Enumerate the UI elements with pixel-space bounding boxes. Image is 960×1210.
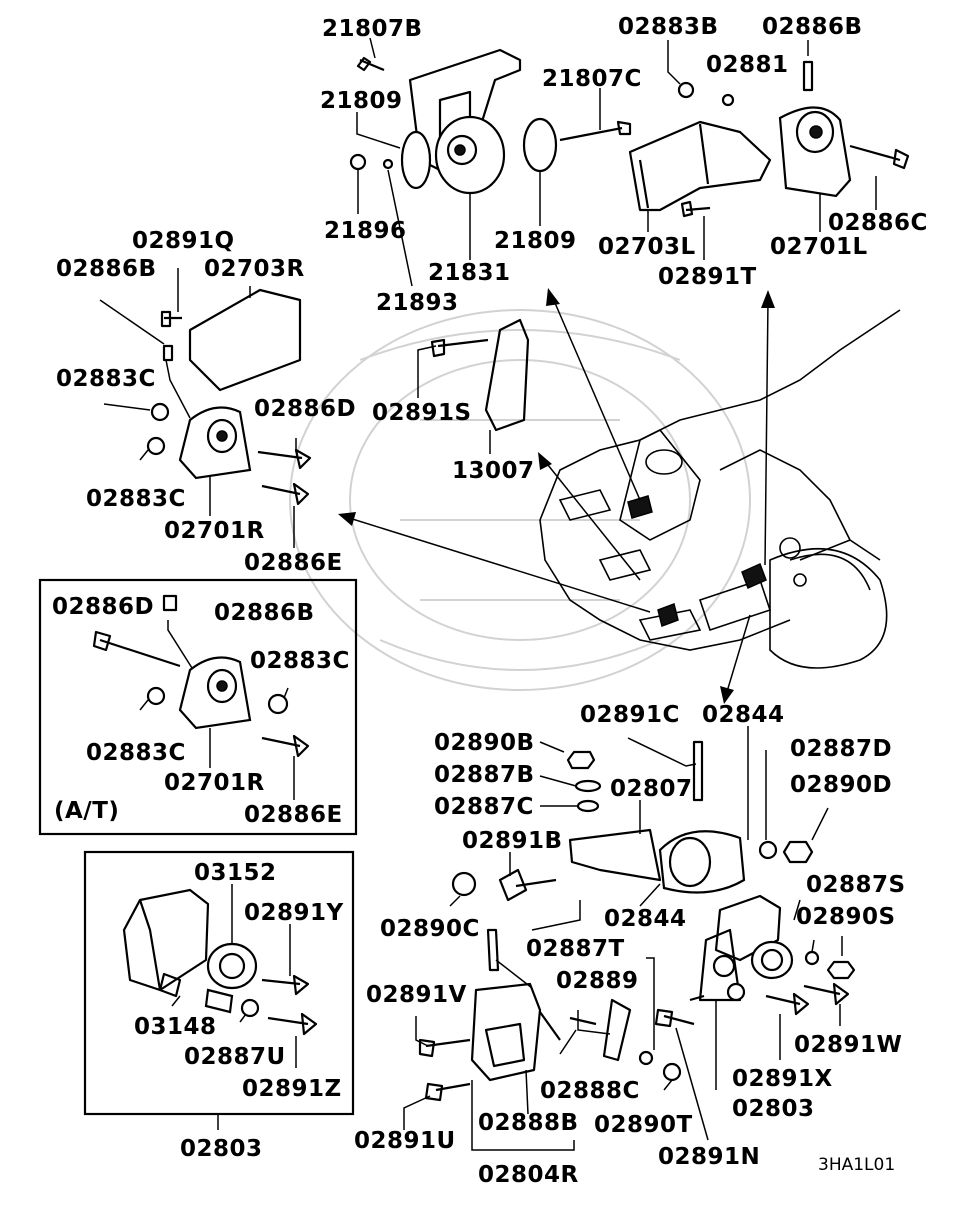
label-13007: 13007 <box>452 458 535 484</box>
label-02886B-top: 02886B <box>762 14 863 40</box>
label-02881: 02881 <box>706 52 789 78</box>
label-02891Q: 02891Q <box>132 228 235 254</box>
label-03152: 03152 <box>194 860 277 886</box>
label-02887D: 02887D <box>790 736 892 762</box>
label-21809-lower: 21809 <box>494 228 577 254</box>
engine-transmission-outline <box>539 309 901 669</box>
label-02889: 02889 <box>556 968 639 994</box>
label-02886E-b: 02886E <box>244 802 343 828</box>
left-mount-02701L <box>628 60 910 218</box>
label-02701R-a: 02701R <box>164 518 265 544</box>
label-02844-bottom: 02844 <box>604 906 687 932</box>
label-02886D-b: 02886D <box>52 594 154 620</box>
at-mount-02701R <box>92 594 310 758</box>
label-02890T: 02890T <box>594 1112 693 1138</box>
label-02886D-a: 02886D <box>254 396 356 422</box>
label-02803-right: 02803 <box>732 1096 815 1122</box>
label-02887C: 02887C <box>434 794 534 820</box>
label-21809-upper: 21809 <box>320 88 403 114</box>
label-02890S: 02890S <box>796 904 896 930</box>
mount-cluster-02803 <box>654 894 856 1028</box>
label-02888B: 02888B <box>478 1110 579 1136</box>
label-02891B: 02891B <box>462 828 563 854</box>
right-mount-02701R <box>146 288 312 506</box>
label-02887B: 02887B <box>434 762 535 788</box>
label-02807: 02807 <box>610 776 693 802</box>
bracket-13007 <box>430 318 530 432</box>
label-02883C-c: 02883C <box>250 648 350 674</box>
label-02890B: 02890B <box>434 730 535 756</box>
label-02887S: 02887S <box>806 872 906 898</box>
label-02886B-left: 02886B <box>56 256 157 282</box>
label-02891V: 02891V <box>366 982 467 1008</box>
label-02883C-d: 02883C <box>86 740 186 766</box>
box-mount-02803 <box>122 888 318 1036</box>
label-21807C: 21807C <box>542 66 642 92</box>
label-02703L: 02703L <box>598 234 696 260</box>
label-02886E-a: 02886E <box>244 550 343 576</box>
label-21896: 21896 <box>324 218 407 244</box>
part-number-labels: 21807B 21809 21807C 21896 21831 21809 21… <box>52 14 928 1188</box>
label-21807B: 21807B <box>322 16 423 42</box>
label-02886C: 02886C <box>828 210 928 236</box>
mount-02803-box <box>83 850 355 1116</box>
location-arrows <box>338 288 775 704</box>
label-02887U: 02887U <box>184 1044 286 1070</box>
label-02883C-a: 02883C <box>56 366 156 392</box>
background-watermark <box>289 309 751 691</box>
label-02891Y: 02891Y <box>244 900 344 926</box>
label-figure-code: 3HA1L01 <box>818 1155 895 1175</box>
front-mount-21831 <box>349 48 632 195</box>
label-at: (A/T) <box>54 798 119 824</box>
label-02883B: 02883B <box>618 14 719 40</box>
label-02891Z: 02891Z <box>242 1076 342 1102</box>
label-02891X: 02891X <box>732 1066 833 1092</box>
rear-mount-02807 <box>451 740 814 902</box>
label-02888C: 02888C <box>540 1078 640 1104</box>
label-02890D: 02890D <box>790 772 892 798</box>
label-02887T: 02887T <box>526 936 625 962</box>
at-variant-box <box>38 578 358 836</box>
label-02891W: 02891W <box>794 1032 902 1058</box>
label-02701R-b: 02701R <box>164 770 265 796</box>
label-21831: 21831 <box>428 260 511 286</box>
label-02883C-b: 02883C <box>86 486 186 512</box>
bracket-02804R <box>418 928 682 1102</box>
label-02891C: 02891C <box>580 702 680 728</box>
label-02891U: 02891U <box>354 1128 456 1154</box>
label-02844-top: 02844 <box>702 702 785 728</box>
label-02804R: 02804R <box>478 1162 579 1188</box>
label-02891S: 02891S <box>372 400 472 426</box>
label-21893: 21893 <box>376 290 459 316</box>
label-02890C: 02890C <box>380 916 480 942</box>
label-02803-box: 02803 <box>180 1136 263 1162</box>
label-02891T: 02891T <box>658 264 757 290</box>
label-03148: 03148 <box>134 1014 217 1040</box>
label-02703R: 02703R <box>204 256 305 282</box>
label-02886B-b: 02886B <box>214 600 315 626</box>
label-02701L: 02701L <box>770 234 868 260</box>
label-02891N: 02891N <box>658 1144 760 1170</box>
